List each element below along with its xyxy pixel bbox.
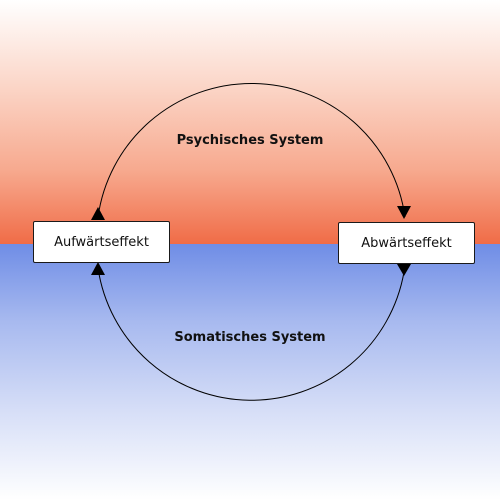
top-arc xyxy=(97,83,406,218)
arrowhead-right-top-icon xyxy=(397,206,411,219)
arc-label-psychic: Psychisches System xyxy=(176,133,324,148)
node-label: Aufwärtseffekt xyxy=(54,234,149,250)
somatic-region-background xyxy=(0,244,500,500)
node-aufwaertseffekt: Aufwärtseffekt xyxy=(33,221,170,263)
arrowhead-left-top-icon xyxy=(91,207,105,220)
bottom-arc xyxy=(97,267,405,401)
arc-label-somatic: Somatisches System xyxy=(174,330,326,345)
node-abwaertseffekt: Abwärtseffekt xyxy=(338,222,475,264)
arrowhead-right-bottom-icon xyxy=(397,264,411,276)
node-label: Abwärtseffekt xyxy=(361,235,452,251)
arrowhead-left-bottom-icon xyxy=(91,262,105,275)
psychic-region-background xyxy=(0,0,500,244)
